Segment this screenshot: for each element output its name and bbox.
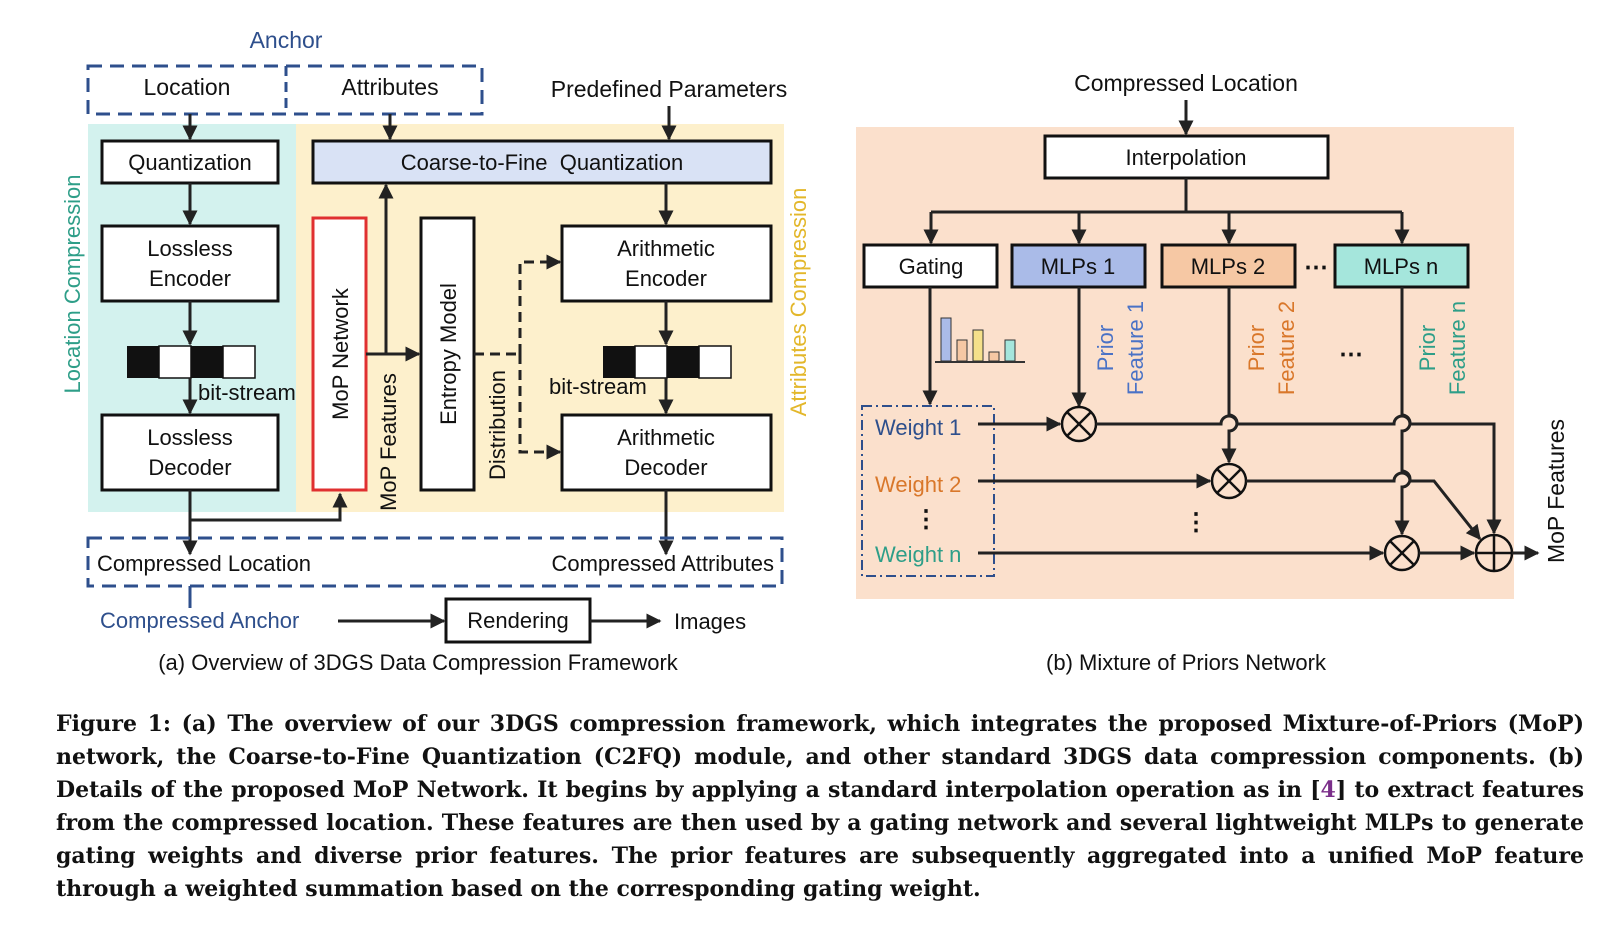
bitstream-blocks-left [127,345,256,379]
compressed-location-label-left: Compressed Location [97,551,311,576]
prior2-line1: Prior [1244,325,1269,371]
mop-features-output-label: MoP Features [1543,419,1569,563]
distribution-label: Distribution [485,370,510,480]
attributes-label: Attributes [341,74,438,100]
quantization-box [100,139,280,185]
rendering-label: Rendering [467,608,569,633]
mop-network-box [311,216,368,492]
sum-node [1474,533,1514,573]
images-label: Images [674,609,746,634]
compressed-attributes-label: Compressed Attributes [551,551,774,576]
prior2-line2: Feature 2 [1274,301,1299,395]
prior1-line2: Feature 1 [1123,301,1148,395]
lossless-decoder-line1: Lossless [147,425,233,450]
interpolation-box [1043,134,1330,180]
attributes-compression-label: Attributes Compression [786,188,811,417]
anchor-box [86,64,484,116]
mlp2-label: MLPs 2 [1191,254,1266,279]
mlp1-box [1010,243,1147,289]
location-compression-label: Location Compression [60,175,85,394]
mlpn-label: MLPs n [1364,254,1439,279]
mop-features-label: MoP Features [376,373,401,511]
lossless-encoder-line2: Encoder [149,266,231,291]
predefined-parameters-label: Predefined Parameters [551,76,788,102]
prior1-line1: Prior [1093,325,1118,371]
weight2-label: Weight 2 [875,472,961,497]
bitstream-label-right: bit-stream [549,374,647,399]
mop-network-label: MoP Network [328,287,353,420]
bar-chart-icon [935,317,1025,363]
lossless-decoder-box [100,413,280,492]
priorn-line1: Prior [1415,325,1440,371]
location-label: Location [144,74,231,100]
weight1-label: Weight 1 [875,415,961,440]
overview-diagram: Anchor Location Attributes Predefined Pa… [60,27,811,675]
priorn-line2: Feature n [1445,301,1470,395]
arithmetic-encoder-box [560,224,773,303]
mlpn-box [1333,243,1470,289]
weightn-label: Weight n [875,542,961,567]
weights-vertical-ellipsis: ⋮ [914,506,938,533]
lossless-encoder-line1: Lossless [147,236,233,261]
bitstream-blocks-right [603,345,732,379]
entropy-model-label: Entropy Model [436,283,461,425]
mlp1-label: MLPs 1 [1041,254,1116,279]
anchor-label: Anchor [250,27,323,53]
mlp-ellipsis: ⋯ [1304,254,1328,281]
entropy-model-box [419,216,476,492]
caption-part2: ] to extract features from the compresse… [56,777,1584,902]
mop-network-diagram: Compressed Location Interpolation Gating… [856,70,1569,675]
arithmetic-decoder-line2: Decoder [624,455,707,480]
bitstream-label-left: bit-stream [198,380,296,405]
caption-citation-link[interactable]: 4 [1320,777,1336,803]
prior-ellipsis: ⋯ [1339,341,1363,368]
subcaption-b: (b) Mixture of Priors Network [1046,650,1327,675]
middle-vertical-ellipsis: ⋮ [1184,509,1208,536]
compressed-anchor-box [86,536,784,588]
arithmetic-encoder-line2: Encoder [625,266,707,291]
arithmetic-decoder-box [560,413,773,492]
arithmetic-decoder-line1: Arithmetic [617,425,715,450]
lossless-decoder-line2: Decoder [148,455,231,480]
c2fq-box [311,139,773,185]
quantization-label: Quantization [128,150,252,175]
framework-figure: Anchor Location Attributes Predefined Pa… [60,27,1569,675]
interpolation-label: Interpolation [1125,145,1246,170]
arithmetic-encoder-line1: Arithmetic [617,236,715,261]
compressed-location-label-right: Compressed Location [1074,70,1298,96]
mlp2-box [1160,243,1297,289]
subcaption-a: (a) Overview of 3DGS Data Compression Fr… [158,650,679,675]
weights-box [861,405,995,577]
compressed-anchor-label: Compressed Anchor [100,608,299,633]
gating-label: Gating [899,254,964,279]
multiply-node-2 [1210,462,1248,500]
caption-part1: Figure 1: (a) The overview of our 3DGS c… [56,711,1584,803]
c2fq-label: Coarse-to-Fine Quantization [401,150,683,175]
figure-caption: Figure 1: (a) The overview of our 3DGS c… [56,708,1584,906]
